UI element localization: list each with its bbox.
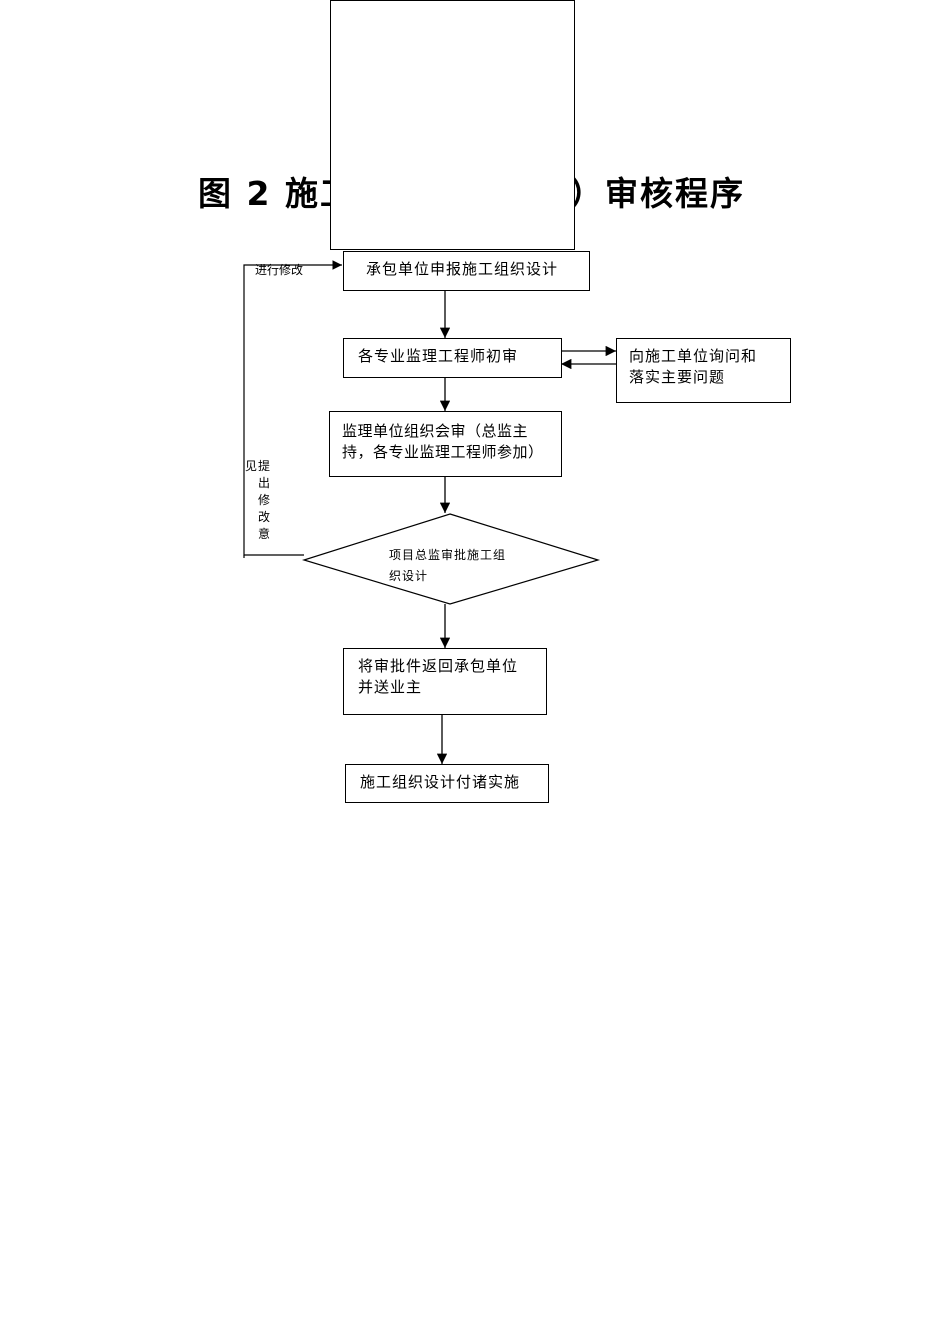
step-meeting-box: 监理单位组织会审（总监主 持，各专业监理工程师参加） bbox=[329, 411, 562, 477]
step-return-box: 将审批件返回承包单位 并送业主 bbox=[343, 648, 547, 715]
title-right-part: ）审核程序 bbox=[570, 174, 745, 213]
step-approve-text-1: 项目总监审批施工组 bbox=[389, 548, 507, 562]
feedback-opinion-col1: 见 bbox=[245, 459, 258, 473]
diagram-title: 图 2 施工 ）审核程序 bbox=[198, 170, 758, 218]
step-meeting-text-2: 持，各专业监理工程师参加） bbox=[342, 443, 544, 461]
title-left-part: 图 2 施工 bbox=[198, 174, 355, 213]
step-implement-text: 施工组织设计付诸实施 bbox=[360, 773, 521, 791]
step-implement-box: 施工组织设计付诸实施 bbox=[345, 764, 549, 803]
step-inquiry-box: 向施工单位询问和 落实主要问题 bbox=[616, 338, 791, 403]
step-inquiry-text-2: 落实主要问题 bbox=[629, 368, 726, 386]
step-initial-review-box: 各专业监理工程师初审 bbox=[343, 338, 562, 378]
feedback-revise-label: 进行修改 bbox=[255, 263, 304, 277]
step-initial-review-text: 各专业监理工程师初审 bbox=[358, 347, 519, 365]
step-submit-text: 承包单位申报施工组织设计 bbox=[366, 260, 559, 278]
feedback-loop-line bbox=[243, 260, 342, 556]
step-meeting-text-1: 监理单位组织会审（总监主 bbox=[342, 422, 529, 440]
step-inquiry-text-1: 向施工单位询问和 bbox=[629, 347, 758, 365]
step-approve-text: 项目总监审批施工组 织设计 bbox=[389, 545, 529, 587]
feedback-opinion-col2: 提 出 修 改 意 bbox=[258, 459, 271, 541]
step-submit-box: 承包单位申报施工组织设计 bbox=[343, 251, 590, 291]
step-return-text-1: 将审批件返回承包单位 bbox=[358, 657, 519, 675]
step-return-text-2: 并送业主 bbox=[358, 678, 423, 696]
step-approve-text-2: 织设计 bbox=[389, 569, 429, 583]
blank-overlay-box bbox=[330, 0, 575, 250]
approve-decision-diamond bbox=[301, 513, 601, 605]
